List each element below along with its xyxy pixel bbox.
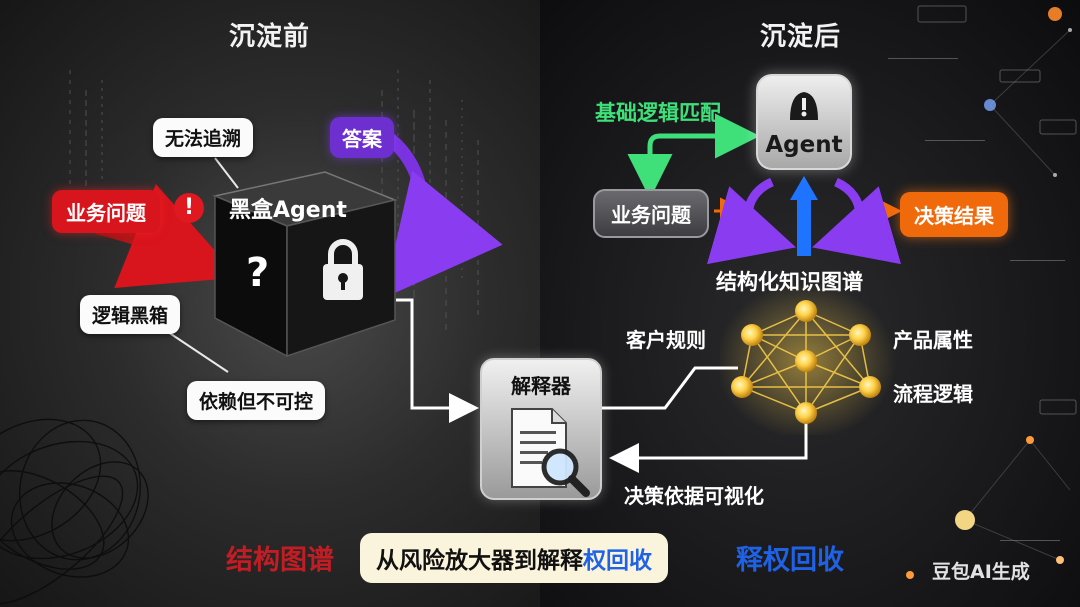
tag-answer: 答案 <box>330 117 394 158</box>
caption-reclaim-text: 权回收 <box>583 548 652 574</box>
lock-icon <box>323 239 363 300</box>
box-to-interpreter-arrow <box>396 298 479 423</box>
ai-generated-watermark: 豆包AI生成 <box>932 561 1030 583</box>
knowledge-graph-network <box>720 285 896 435</box>
tangled-scribble <box>0 418 149 605</box>
basic-logic-match-label: 基础逻辑匹配 <box>595 101 721 125</box>
tag-untraceable: 无法追溯 <box>153 118 254 157</box>
business-issue-box: 业务问题 <box>593 189 709 238</box>
agent-label: Agent <box>765 132 843 158</box>
agent-card: Agent <box>756 74 852 170</box>
caption-interpretation-reclaim: 释权回收 <box>736 545 844 576</box>
interpreter-to-graph-line <box>602 366 738 410</box>
caption-risk-to-interpretation: 从风险放大器到解释权回收 <box>360 533 668 583</box>
document-search-icon <box>511 408 590 497</box>
caption-risk-text: 从风险放大器到解释 <box>376 548 583 574</box>
after-heading: 沉淀后 <box>760 22 842 52</box>
customer-rules-label: 客户规则 <box>626 328 706 352</box>
product-attributes-label: 产品属性 <box>893 328 973 352</box>
question-mark-icon: ? <box>246 250 270 296</box>
black-box-label: 黑盒Agent <box>229 198 347 223</box>
agent-alert-icon <box>790 92 818 120</box>
caption-structure-graph: 结构图谱 <box>226 545 334 576</box>
interpreter-label: 解释器 <box>511 374 571 398</box>
process-logic-label: 流程逻辑 <box>893 382 973 406</box>
star-dots <box>906 7 1072 579</box>
tag-dependent-uncontrollable: 依赖但不可控 <box>187 381 326 420</box>
tag-business-issue: 业务问题 <box>52 190 160 233</box>
black-box-cube <box>212 171 398 358</box>
decision-visualization-label: 决策依据可视化 <box>624 484 764 508</box>
decision-result-box: 决策结果 <box>900 192 1008 237</box>
exclamation-icon: ! <box>174 193 204 223</box>
before-heading: 沉淀前 <box>229 22 311 52</box>
interpreter-card: 解释器 <box>480 358 602 500</box>
tag-logic-blackbox: 逻辑黑箱 <box>80 295 181 334</box>
issue-to-box-arrow <box>93 184 239 288</box>
